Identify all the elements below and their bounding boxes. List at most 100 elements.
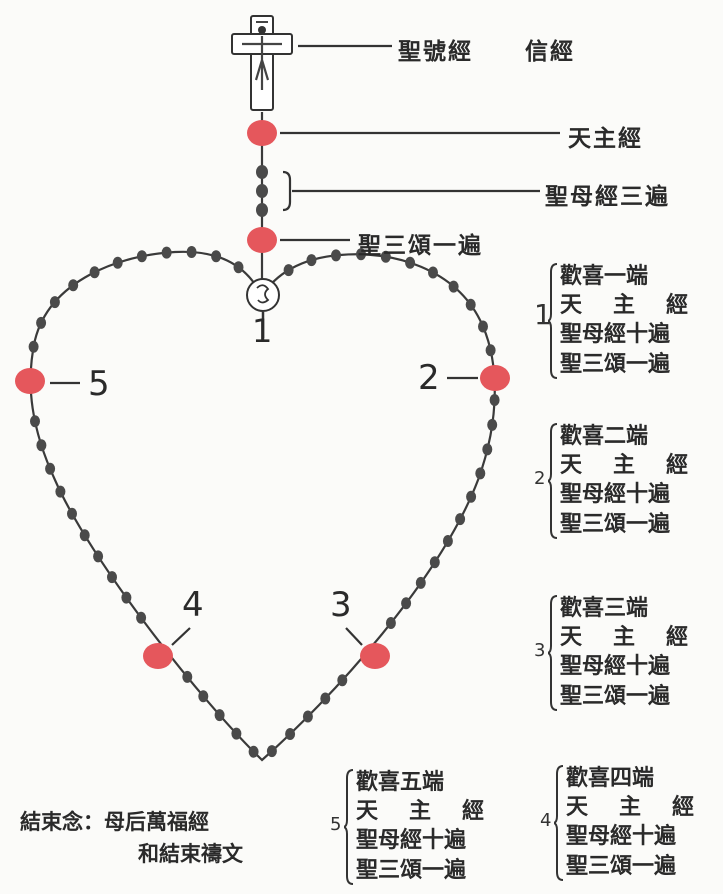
small-bead: [380, 250, 391, 263]
junction-number: 1: [252, 312, 273, 350]
small-bead: [302, 710, 313, 723]
small-bead: [49, 296, 60, 309]
mystery-title: 歡喜二端: [560, 424, 649, 449]
small-bead: [121, 591, 132, 604]
marker-number-2: 2: [418, 358, 440, 398]
our-father-line: 天主經: [560, 453, 688, 478]
small-bead: [28, 340, 39, 353]
small-bead: [485, 344, 496, 357]
small-bead: [214, 709, 225, 722]
small-bead: [89, 266, 100, 279]
our-father-bead: [247, 120, 277, 146]
small-bead: [489, 394, 500, 406]
small-bead: [256, 203, 268, 217]
small-bead: [45, 462, 56, 475]
closing-line-1: 結束念：母后萬福經: [20, 810, 209, 834]
stem-beads: [256, 165, 268, 217]
glory-be-label: 聖三頌一遍: [358, 233, 483, 259]
our-father-label: 天主經: [568, 126, 643, 152]
marker-bead-5: [15, 368, 45, 394]
leader-lines: [50, 44, 560, 646]
hail-mary-line: 聖母經十遍: [560, 322, 671, 347]
closing-line-2: 和結束禱文: [138, 842, 243, 866]
mystery-title: 歡喜一端: [560, 264, 649, 289]
small-bead: [79, 529, 90, 542]
small-bead: [356, 248, 366, 261]
small-bead: [112, 256, 123, 269]
hail-mary-line: 聖母經十遍: [566, 824, 677, 849]
small-bead: [211, 250, 222, 263]
mystery-title: 歡喜三端: [560, 596, 649, 621]
marker-bead-3: [360, 643, 390, 669]
small-bead: [136, 611, 147, 624]
glory-be-line: 聖三頌一遍: [560, 512, 671, 537]
hail-mary-label: 聖母經三遍: [545, 184, 670, 210]
small-bead: [256, 184, 268, 198]
small-bead: [182, 670, 193, 683]
small-bead: [36, 316, 47, 329]
glory-be-bead: [247, 227, 277, 253]
brace-icon: [548, 423, 558, 539]
our-father-line: 天主經: [560, 625, 688, 650]
small-bead: [285, 728, 296, 740]
brace-icon: [548, 595, 558, 711]
small-bead: [429, 556, 440, 569]
mystery-title: 歡喜四端: [566, 766, 655, 791]
small-bead: [442, 535, 453, 547]
small-bead: [415, 576, 426, 589]
hail-mary-line: 聖母經十遍: [560, 654, 671, 679]
small-bead: [107, 571, 117, 584]
small-bead: [448, 280, 459, 293]
small-bead: [186, 246, 197, 258]
decade-number: 1: [534, 298, 552, 331]
glory-be-line: 聖三頌一遍: [560, 684, 671, 709]
decade-number: 2: [534, 468, 546, 489]
brace-icon: [548, 263, 558, 379]
our-father-line: 天主經: [566, 795, 694, 820]
marker-number-5: 5: [88, 364, 110, 404]
small-bead: [482, 443, 493, 456]
small-bead: [30, 415, 40, 428]
small-bead: [331, 249, 341, 262]
brace-icon: [554, 765, 564, 881]
small-bead: [161, 246, 172, 259]
small-bead: [385, 617, 396, 629]
small-bead: [67, 507, 77, 520]
small-bead: [93, 550, 104, 563]
our-father-line: 天主經: [560, 293, 688, 318]
crucifix-icon: [231, 15, 293, 111]
small-bead: [405, 256, 416, 269]
marker-number-3: 3: [330, 585, 352, 625]
small-bead: [136, 250, 147, 263]
hail-mary-line: 聖母經十遍: [560, 482, 671, 507]
marker-number-4: 4: [182, 585, 204, 625]
small-bead: [266, 745, 277, 758]
brace-icon: [344, 769, 354, 885]
small-bead: [68, 279, 79, 292]
small-bead: [231, 727, 242, 740]
small-bead: [198, 690, 209, 703]
small-bead: [466, 490, 477, 503]
small-bead: [36, 439, 47, 452]
small-bead: [248, 745, 259, 758]
decade-number: 5: [330, 814, 342, 835]
decade-number: 3: [534, 640, 546, 661]
mystery-title: 歡喜五端: [356, 770, 445, 795]
decade-number: 4: [540, 810, 552, 831]
small-bead: [428, 266, 438, 279]
crucifix-label: 聖號經: [398, 39, 473, 65]
small-bead: [306, 254, 317, 267]
marker-bead-2: [480, 365, 510, 391]
small-bead: [475, 467, 486, 480]
glory-be-line: 聖三頌一遍: [560, 352, 671, 377]
glory-be-line: 聖三頌一遍: [356, 858, 467, 883]
marker-bead-4: [143, 643, 173, 669]
our-father-line: 天主經: [356, 799, 484, 824]
glory-be-line: 聖三頌一遍: [566, 854, 677, 879]
small-bead: [465, 298, 476, 311]
junction-medal-icon: [246, 278, 280, 312]
small-bead: [55, 485, 66, 498]
small-bead: [283, 264, 294, 277]
hail-mary-line: 聖母經十遍: [356, 828, 467, 853]
